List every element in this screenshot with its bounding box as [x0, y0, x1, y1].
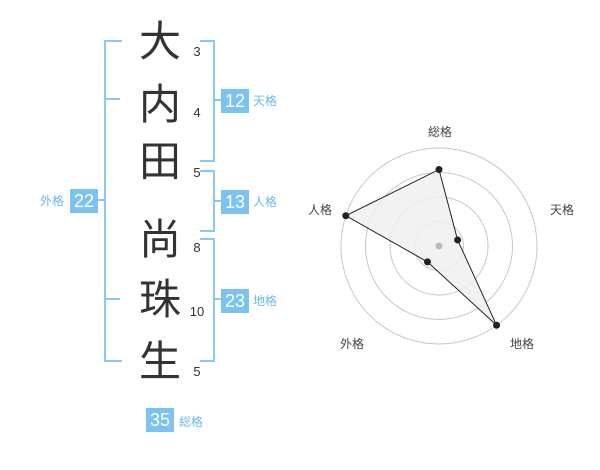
- radar-axis-label-jinkaku: 人格: [308, 203, 333, 217]
- gaikaku-badge: 22: [70, 189, 98, 213]
- radar-axis-label-chikaku: 地格: [510, 337, 535, 351]
- chikaku-badge: 23: [221, 289, 249, 313]
- name-char-2: 内: [138, 80, 181, 129]
- gaikaku-bracket-tick: [106, 298, 120, 300]
- radar-polygon: [344, 168, 498, 326]
- jinkaku-bracket-connector: [215, 200, 221, 202]
- radar-point-4: [423, 258, 431, 266]
- jinkaku-badge: 13: [221, 190, 249, 214]
- jinkaku-bracket: [200, 170, 215, 232]
- stroke-count-3: 5: [193, 165, 201, 180]
- tenkaku-label: 天格: [253, 94, 278, 108]
- tenkaku-badge: 12: [221, 89, 249, 113]
- soukaku-label: 総格: [179, 415, 204, 429]
- gaikaku-bracket-connector: [98, 199, 104, 201]
- jinkaku-label: 人格: [253, 195, 278, 209]
- radar-point-2: [454, 236, 462, 244]
- radar-point-5: [342, 212, 350, 220]
- gaikaku-bracket-tick: [106, 98, 120, 100]
- radar-point-3: [493, 321, 501, 329]
- stroke-count-1: 3: [193, 44, 201, 59]
- radar-axis-label-tenkaku: 天格: [550, 203, 575, 217]
- soukaku-badge: 35: [146, 408, 174, 432]
- stroke-count-5: 10: [189, 304, 205, 319]
- name-char-6: 生: [138, 337, 181, 386]
- tenkaku-bracket-connector: [215, 99, 221, 101]
- gaikaku-label: 外格: [40, 194, 65, 208]
- name-char-5: 珠: [138, 275, 181, 324]
- name-char-3: 田: [138, 137, 181, 186]
- name-char-1: 大: [138, 17, 181, 66]
- gaikaku-bracket: [104, 40, 122, 362]
- stroke-count-2: 4: [193, 105, 201, 120]
- radar-axis-label-soukaku: 総格: [428, 125, 453, 139]
- radar-point-1: [435, 166, 443, 174]
- radar-ring: [340, 147, 538, 345]
- radar-axis-label-gaikaku: 外格: [340, 337, 365, 351]
- radar-center-dot: [435, 242, 443, 250]
- chikaku-bracket: [200, 238, 215, 362]
- chikaku-bracket-connector: [215, 298, 221, 300]
- name-char-4: 尚: [138, 215, 181, 264]
- chikaku-label: 地格: [253, 294, 278, 308]
- stroke-count-6: 5: [193, 364, 201, 379]
- stroke-count-4: 8: [193, 240, 201, 255]
- tenkaku-bracket: [200, 40, 215, 162]
